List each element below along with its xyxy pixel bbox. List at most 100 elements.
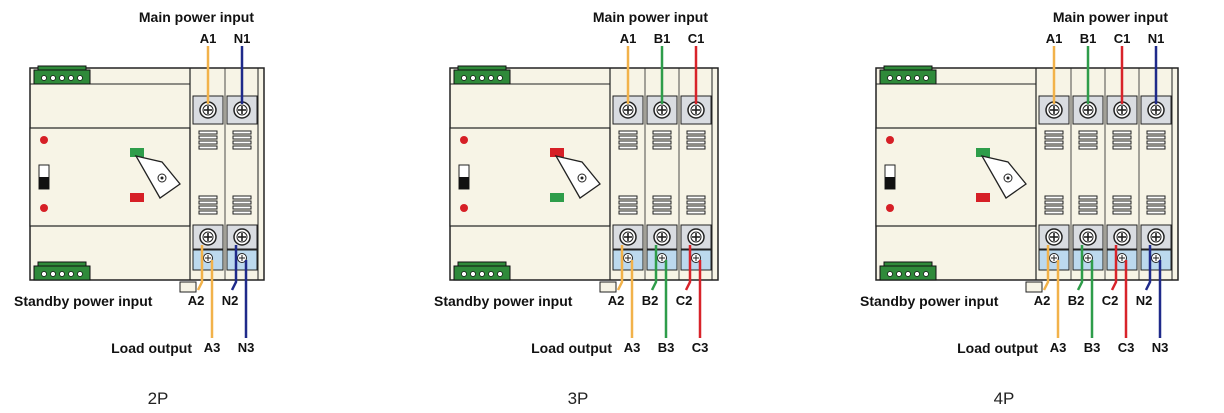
vent-slot — [1078, 200, 1098, 205]
main-power-input-label: Main power input — [1053, 9, 1168, 25]
terminal-label-main: A1 — [620, 31, 637, 46]
terminal-label-standby: A2 — [608, 293, 625, 308]
position-indicator-bottom — [976, 193, 990, 202]
vent-slot — [1044, 195, 1064, 200]
connector-pin — [914, 75, 920, 81]
wire-standby — [1110, 245, 1118, 291]
connector-lip — [457, 261, 507, 267]
vent-slot — [1146, 135, 1166, 140]
terminal-label-main: A1 — [200, 31, 217, 46]
vent-slot — [198, 135, 218, 140]
wire-standby — [1042, 245, 1050, 291]
din-clip — [179, 281, 197, 293]
connector-pin — [470, 75, 476, 81]
connector-pin — [479, 75, 485, 81]
vent-slot — [1078, 140, 1098, 145]
position-indicator-top — [130, 148, 144, 157]
vent-slot — [1044, 135, 1064, 140]
vent-slot — [652, 140, 672, 145]
vent-slot — [232, 195, 252, 200]
vent-slot — [198, 210, 218, 215]
vent-slot — [686, 200, 706, 205]
terminal-label-main: C1 — [1114, 31, 1131, 46]
terminal-label-standby: B2 — [1068, 293, 1085, 308]
vent-slot — [1146, 140, 1166, 145]
connector-pin — [896, 75, 902, 81]
terminal-screw-ring — [656, 231, 668, 243]
vent-slot — [1146, 130, 1166, 135]
terminal-label-load: N3 — [1152, 340, 1169, 355]
terminal-screw-ring — [1082, 104, 1094, 116]
connector-pin — [905, 271, 911, 277]
terminal-label-load: B3 — [658, 340, 675, 355]
terminal-label-standby: C2 — [676, 293, 693, 308]
connector-pin — [77, 75, 83, 81]
vent-slot — [232, 200, 252, 205]
wire-standby — [1144, 245, 1152, 291]
vent-slot — [618, 205, 638, 210]
vent-slot — [1044, 210, 1064, 215]
connector-lip — [37, 65, 87, 71]
vent-slot — [1146, 200, 1166, 205]
vent-slot — [652, 205, 672, 210]
terminal-screw-ring — [236, 231, 248, 243]
connector-lip — [883, 261, 933, 267]
connector-pin — [50, 271, 56, 277]
terminal-label-main: B1 — [1080, 31, 1097, 46]
terminal-label-load: A3 — [1050, 340, 1067, 355]
vent-slot — [1112, 205, 1132, 210]
mode-switch-knob — [885, 177, 895, 189]
standby-power-input-label: Standby power input — [860, 293, 999, 309]
vent-slot — [232, 140, 252, 145]
vent-slot — [1112, 140, 1132, 145]
vent-slot — [652, 135, 672, 140]
connector-pin — [905, 75, 911, 81]
terminal-screw-ring — [656, 104, 668, 116]
load-output-label: Load output — [111, 340, 192, 356]
connector-pin — [59, 271, 65, 277]
vent-slot — [198, 130, 218, 135]
connector-pin — [914, 271, 920, 277]
vent-slot — [198, 195, 218, 200]
connector-pin — [470, 271, 476, 277]
vent-slot — [1078, 195, 1098, 200]
wire-standby — [616, 245, 624, 291]
terminal-screw-ring — [690, 231, 702, 243]
vent-slot — [652, 195, 672, 200]
load-output-label: Load output — [531, 340, 612, 356]
terminal-screw-ring — [1150, 104, 1162, 116]
vent-slot — [1078, 205, 1098, 210]
diagram-caption: 3P — [568, 389, 589, 408]
terminal-screw-ring — [1116, 104, 1128, 116]
connector-pin — [41, 75, 47, 81]
vent-slot — [1078, 210, 1098, 215]
terminal-screw-ring — [622, 231, 634, 243]
terminal-label-standby: N2 — [1136, 293, 1153, 308]
vent-slot — [198, 200, 218, 205]
vent-slot — [686, 205, 706, 210]
vent-slot — [1146, 205, 1166, 210]
connector-pin — [41, 271, 47, 277]
terminal-label-main: A1 — [1046, 31, 1063, 46]
vent-slot — [652, 145, 672, 150]
vent-slot — [1078, 145, 1098, 150]
connector-pin — [923, 271, 929, 277]
vent-slot — [618, 195, 638, 200]
connector-pin — [887, 75, 893, 81]
vent-slot — [652, 130, 672, 135]
terminal-label-standby: A2 — [188, 293, 205, 308]
terminal-screw-ring — [1082, 231, 1094, 243]
mode-switch-knob — [39, 177, 49, 189]
terminal-screw-ring — [202, 231, 214, 243]
vent-slot — [686, 195, 706, 200]
vent-slot — [1112, 195, 1132, 200]
terminal-screw-ring — [622, 104, 634, 116]
status-led-red — [886, 136, 894, 144]
vent-slot — [618, 135, 638, 140]
vent-slot — [198, 145, 218, 150]
